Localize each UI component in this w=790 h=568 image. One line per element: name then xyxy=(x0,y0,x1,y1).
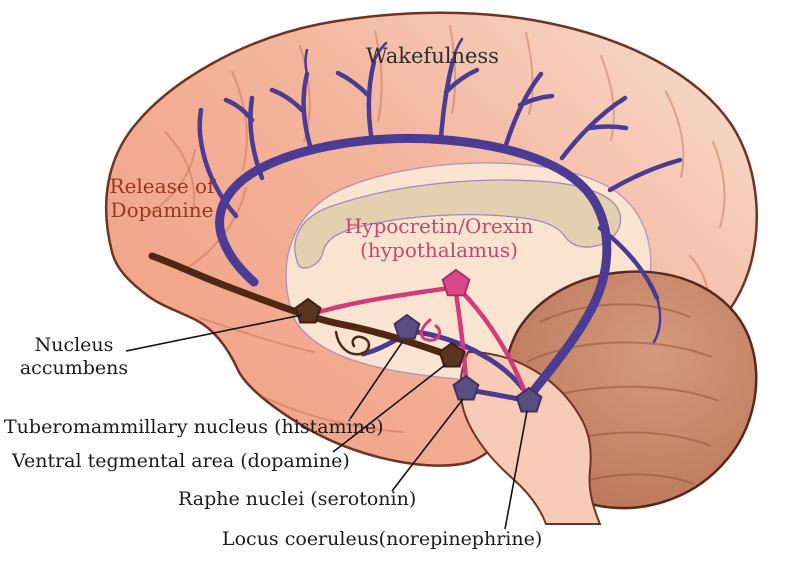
release-of-dopamine-label: Release of Dopamine xyxy=(103,174,221,223)
corpus-callosum-shape xyxy=(294,179,622,269)
ventral-tegmental-pointer xyxy=(332,364,446,453)
label-pointer-lines xyxy=(125,314,528,530)
raphe-node xyxy=(452,374,480,401)
hypocretin-orexin-label: Hypocretin/Orexin (hypothalamus) xyxy=(343,214,535,263)
nucleus-accumbens-line1: Nucleus xyxy=(34,334,114,356)
hypocretin-orexin-line2: (hypothalamus) xyxy=(360,238,518,263)
wakefulness-label: Wakefulness xyxy=(366,44,499,68)
tuberomammillary-label: Tuberomammillary nucleus (histamine) xyxy=(4,416,384,438)
hypothalamus-node xyxy=(441,268,471,297)
nucleus-accumbens-pointer xyxy=(125,314,303,352)
ventral-tegmental-node xyxy=(438,341,466,368)
purple-wakefulness-fibers xyxy=(197,37,683,403)
locus-coeruleus-label: Locus coeruleus(norepinephrine) xyxy=(222,528,543,550)
raphe-nuclei-label: Raphe nuclei (serotonin) xyxy=(178,488,417,510)
raphe-pointer xyxy=(391,398,464,492)
hypocretin-orexin-line1: Hypocretin/Orexin xyxy=(344,214,534,238)
nucleus-accumbens-line2: accumbens xyxy=(19,357,129,380)
tuberomammillary-pointer xyxy=(349,340,404,420)
nucleus-accumbens-node xyxy=(294,297,322,324)
nucleus-accumbens-label: Nucleus accumbens xyxy=(18,334,130,380)
tuberomammillary-node xyxy=(393,313,421,340)
locus-coeruleus-node xyxy=(515,386,543,413)
locus-coeruleus-pointer xyxy=(504,410,528,530)
release-of-dopamine-line2: Dopamine xyxy=(110,198,214,223)
ventral-tegmental-label: Ventral tegmental area (dopamine) xyxy=(12,450,350,472)
release-of-dopamine-line1: Release of xyxy=(109,174,215,198)
